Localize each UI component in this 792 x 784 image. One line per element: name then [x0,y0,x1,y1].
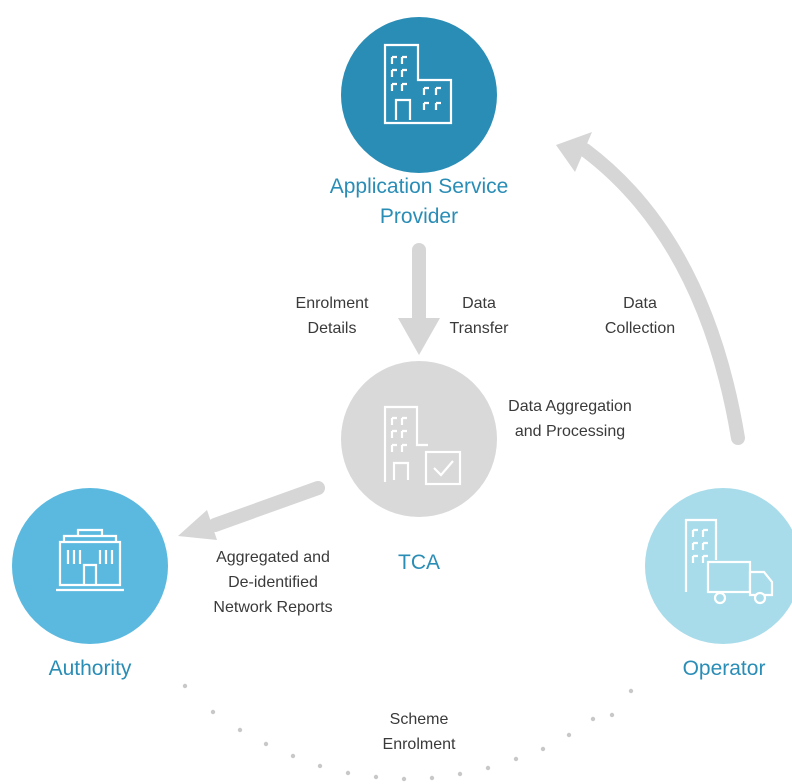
arrow-asp-to-tca-head [398,318,440,355]
arrow-operator-to-asp [578,143,745,445]
label-data-transfer: Data Transfer [429,291,529,341]
label-data-transfer-line2: Transfer [449,320,509,337]
label-enrolment-details-line2: Details [307,320,357,337]
label-data-aggregation-line2: and Processing [514,423,626,440]
arrow-tca-to-authority [208,481,325,532]
tca-title: TCA [398,551,440,574]
authority-node [12,488,168,644]
operator-node [645,488,792,644]
label-data-transfer-line1: Data [462,295,496,312]
government-building-icon [56,528,124,592]
label-scheme-enrolment-line2: Enrolment [382,736,456,753]
label-enrolment-details-line1: Enrolment [295,295,369,312]
label-scheme-enrolment: Scheme Enrolment [364,707,474,757]
arrow-tca-to-authority-head [178,510,217,540]
label-data-aggregation-line1: Data Aggregation [508,398,632,415]
asp-title: Application Service Provider [289,172,549,232]
label-data-collection-line1: Data [623,295,657,312]
verified-building-icon [383,405,462,486]
asp-node [341,17,497,173]
asp-title-line1: Application Service [329,175,509,198]
label-network-reports-line2: De-identified [228,574,318,591]
operator-title: Operator [682,657,766,680]
label-data-collection-line2: Collection [604,320,676,337]
label-network-reports-line1: Aggregated and [216,549,330,566]
label-enrolment-details: Enrolment Details [272,291,392,341]
label-network-reports: Aggregated and De-identified Network Rep… [188,545,358,620]
label-scheme-enrolment-line1: Scheme [389,711,449,728]
office-building-icon [383,43,453,125]
tca-node [341,361,497,517]
arrow-operator-to-asp-head [556,132,592,172]
label-network-reports-line3: Network Reports [213,599,333,616]
label-data-collection: Data Collection [580,291,700,341]
building-truck-icon [684,518,774,605]
scheme-enrolment-dots [182,683,634,782]
asp-title-line2: Provider [379,205,459,228]
authority-title: Authority [48,657,132,680]
label-data-aggregation: Data Aggregation and Processing [480,394,660,444]
